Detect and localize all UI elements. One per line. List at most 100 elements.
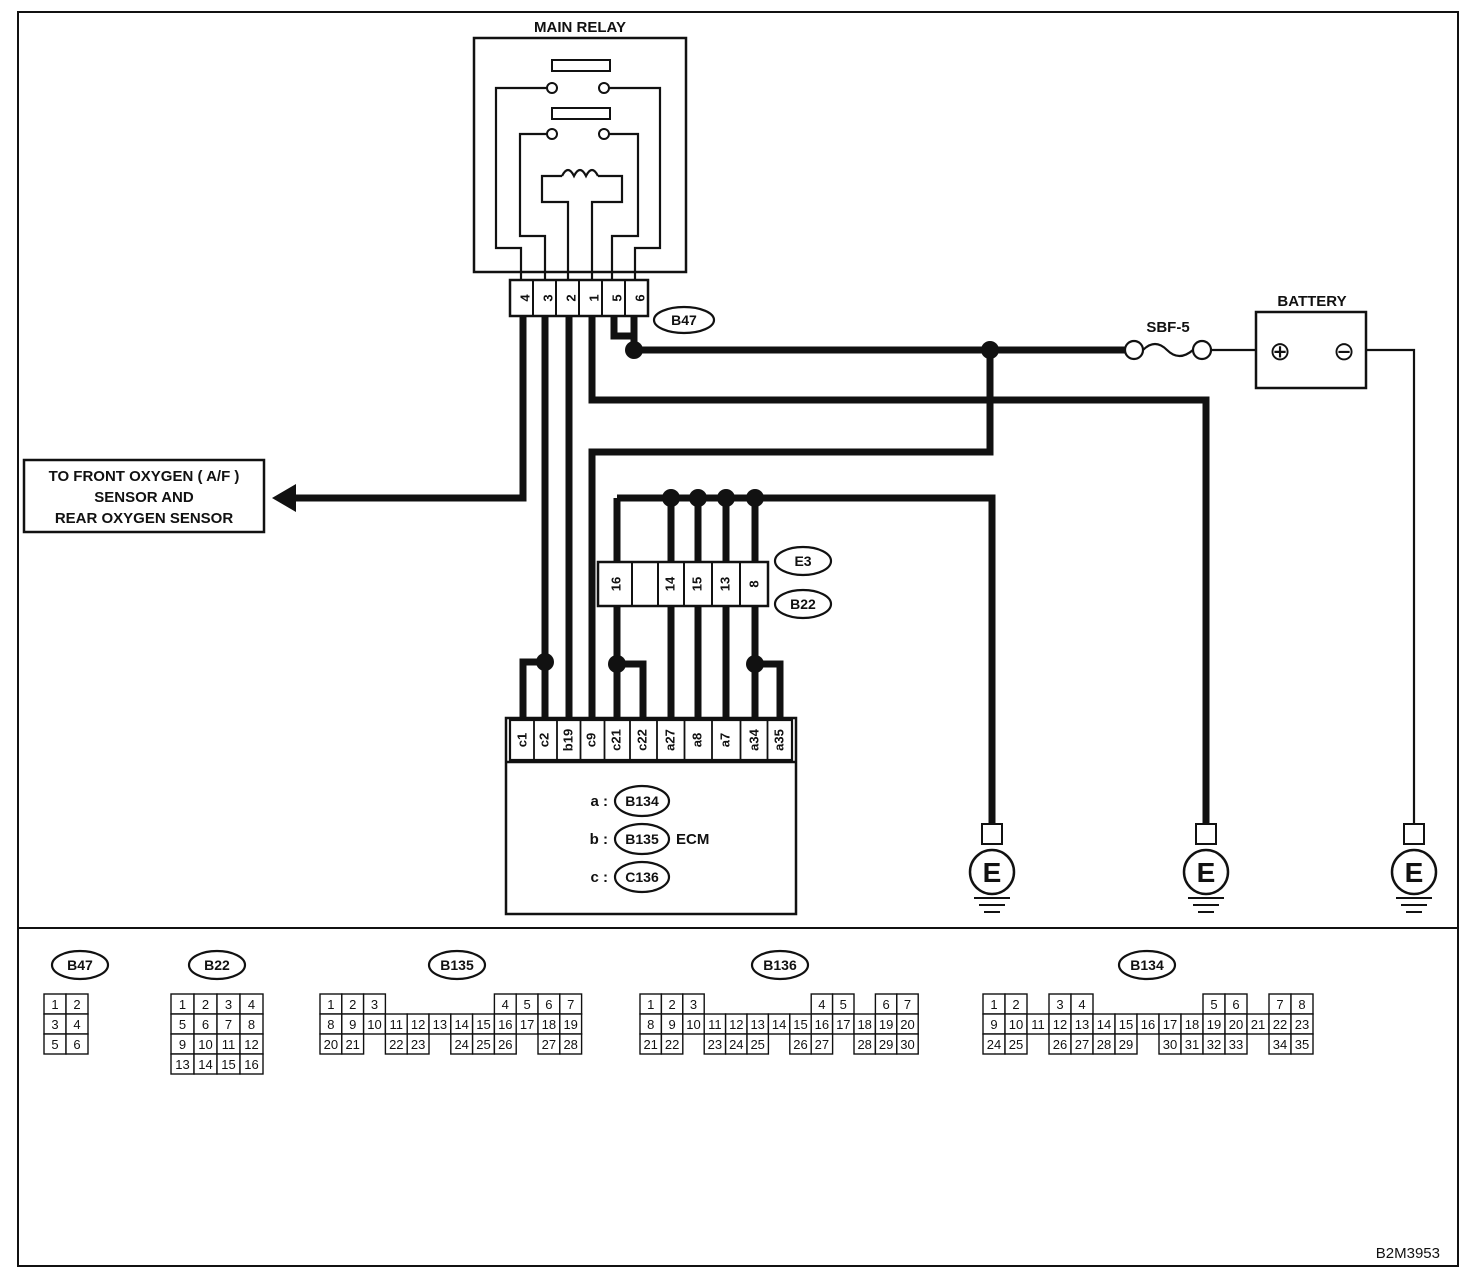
connector-cell: 18 <box>1185 1017 1199 1032</box>
connector-cell: 26 <box>793 1037 807 1052</box>
connector-cell: 8 <box>248 1017 255 1032</box>
connector-cell: 16 <box>1141 1017 1155 1032</box>
joint-pin-16: 16 <box>608 577 623 591</box>
connector-cell: 15 <box>1119 1017 1133 1032</box>
connector-cell: 17 <box>520 1017 534 1032</box>
ground-1-symbol: E <box>983 857 1002 888</box>
ecm-pin-a35: a35 <box>771 729 786 751</box>
connector-cell: 28 <box>857 1037 871 1052</box>
connector-cell: 4 <box>1078 997 1085 1012</box>
ecm-pin-c22: c22 <box>634 729 649 751</box>
connector-cell: 1 <box>647 997 654 1012</box>
outer-frame <box>17 11 1459 1267</box>
connector-cell: 1 <box>990 997 997 1012</box>
ground-2-symbol: E <box>1197 857 1216 888</box>
connector-cell: 3 <box>371 997 378 1012</box>
connector-cell: 15 <box>476 1017 490 1032</box>
connector-cell: 9 <box>179 1037 186 1052</box>
ground-3-symbol: E <box>1405 857 1424 888</box>
connector-cell: 30 <box>900 1037 914 1052</box>
connector-cell: 11 <box>390 1017 404 1032</box>
connector-cell: 1 <box>51 997 58 1012</box>
relay-pin-5: 5 <box>609 294 624 301</box>
main-relay-title: MAIN RELAY <box>534 19 626 36</box>
connector-cell: 5 <box>51 1037 58 1052</box>
connector-cell: 14 <box>454 1017 468 1032</box>
figure-id: B2M3953 <box>1376 1245 1440 1262</box>
relay-pin-4: 4 <box>517 294 532 302</box>
connector-cell: 27 <box>542 1037 556 1052</box>
connector-cell: 20 <box>1229 1017 1243 1032</box>
joint-pin-15: 15 <box>689 577 704 591</box>
connector-cell: 12 <box>411 1017 425 1032</box>
connector-cell: 30 <box>1163 1037 1177 1052</box>
destination-line-2: SENSOR AND <box>94 489 194 506</box>
connector-cell: 29 <box>1119 1037 1133 1052</box>
ground-1: E <box>968 823 1016 913</box>
connector-cell: 16 <box>244 1057 258 1072</box>
connector-cell: 26 <box>1053 1037 1067 1052</box>
connector-cell: 10 <box>686 1017 700 1032</box>
connector-cell: 15 <box>221 1057 235 1072</box>
connector-cell: 1 <box>179 997 186 1012</box>
connector-cell: 3 <box>225 997 232 1012</box>
connector-cell: 33 <box>1229 1037 1243 1052</box>
relay-pin-2: 2 <box>563 294 578 301</box>
connector-cell: 10 <box>198 1037 212 1052</box>
connector-cell: 19 <box>1207 1017 1221 1032</box>
connector-cell: 21 <box>643 1037 657 1052</box>
ecm-pin-b19: b19 <box>560 729 575 751</box>
connector-cell: 8 <box>1298 997 1305 1012</box>
connector-cell: 34 <box>1273 1037 1287 1052</box>
fuse-label: SBF-5 <box>1146 319 1189 336</box>
connector-cell: 23 <box>411 1037 425 1052</box>
joint-code-b22: B22 <box>790 596 816 612</box>
ecm-pin-a27: a27 <box>662 729 677 751</box>
connector-cell: 9 <box>668 1017 675 1032</box>
connector-cell: 15 <box>793 1017 807 1032</box>
connector-cell: 4 <box>248 997 255 1012</box>
connector-cell: 6 <box>1232 997 1239 1012</box>
connector-cell: 10 <box>1009 1017 1023 1032</box>
connector-cell: 8 <box>647 1017 654 1032</box>
connector-cell: 2 <box>349 997 356 1012</box>
joint-pin-14: 14 <box>662 576 677 591</box>
joint-pin-13: 13 <box>717 577 732 591</box>
battery-plus: ⊕ <box>1269 336 1291 366</box>
connector-cell: 7 <box>225 1017 232 1032</box>
connector-cell: 2 <box>202 997 209 1012</box>
ecm-legend-c-code: C136 <box>625 869 659 885</box>
connector-cell: 17 <box>1163 1017 1177 1032</box>
connector-cell: 7 <box>1276 997 1283 1012</box>
ecm-pin-a8: a8 <box>689 733 704 747</box>
connector-view-code: B134 <box>1130 957 1164 973</box>
main-relay: MAIN RELAY 4 3 2 1 5 6 B47 <box>472 19 716 335</box>
destination-line-1: TO FRONT OXYGEN ( A/F ) <box>49 468 240 485</box>
connector-cell: 19 <box>563 1017 577 1032</box>
connector-cell: 4 <box>818 997 825 1012</box>
connector-cell: 16 <box>815 1017 829 1032</box>
relay-pin-3: 3 <box>540 294 555 301</box>
connector-cell: 20 <box>900 1017 914 1032</box>
connector-cell: 24 <box>729 1037 743 1052</box>
connector-cell: 3 <box>1056 997 1063 1012</box>
connector-cell: 11 <box>222 1037 236 1052</box>
connector-cell: 3 <box>51 1017 58 1032</box>
ground-2: E <box>1182 823 1230 913</box>
connector-cell: 21 <box>1251 1017 1265 1032</box>
connector-cell: 20 <box>324 1037 338 1052</box>
connector-cell: 25 <box>750 1037 764 1052</box>
ground-3: E <box>1390 823 1438 913</box>
connector-cell: 6 <box>202 1017 209 1032</box>
connector-cell: 14 <box>1097 1017 1111 1032</box>
connector-cell: 13 <box>175 1057 189 1072</box>
connector-cell: 22 <box>665 1037 679 1052</box>
connector-cell: 4 <box>73 1017 80 1032</box>
ecm-pin-c21: c21 <box>608 729 623 751</box>
ecm-pin-a34: a34 <box>746 728 761 750</box>
wires <box>272 316 1416 824</box>
